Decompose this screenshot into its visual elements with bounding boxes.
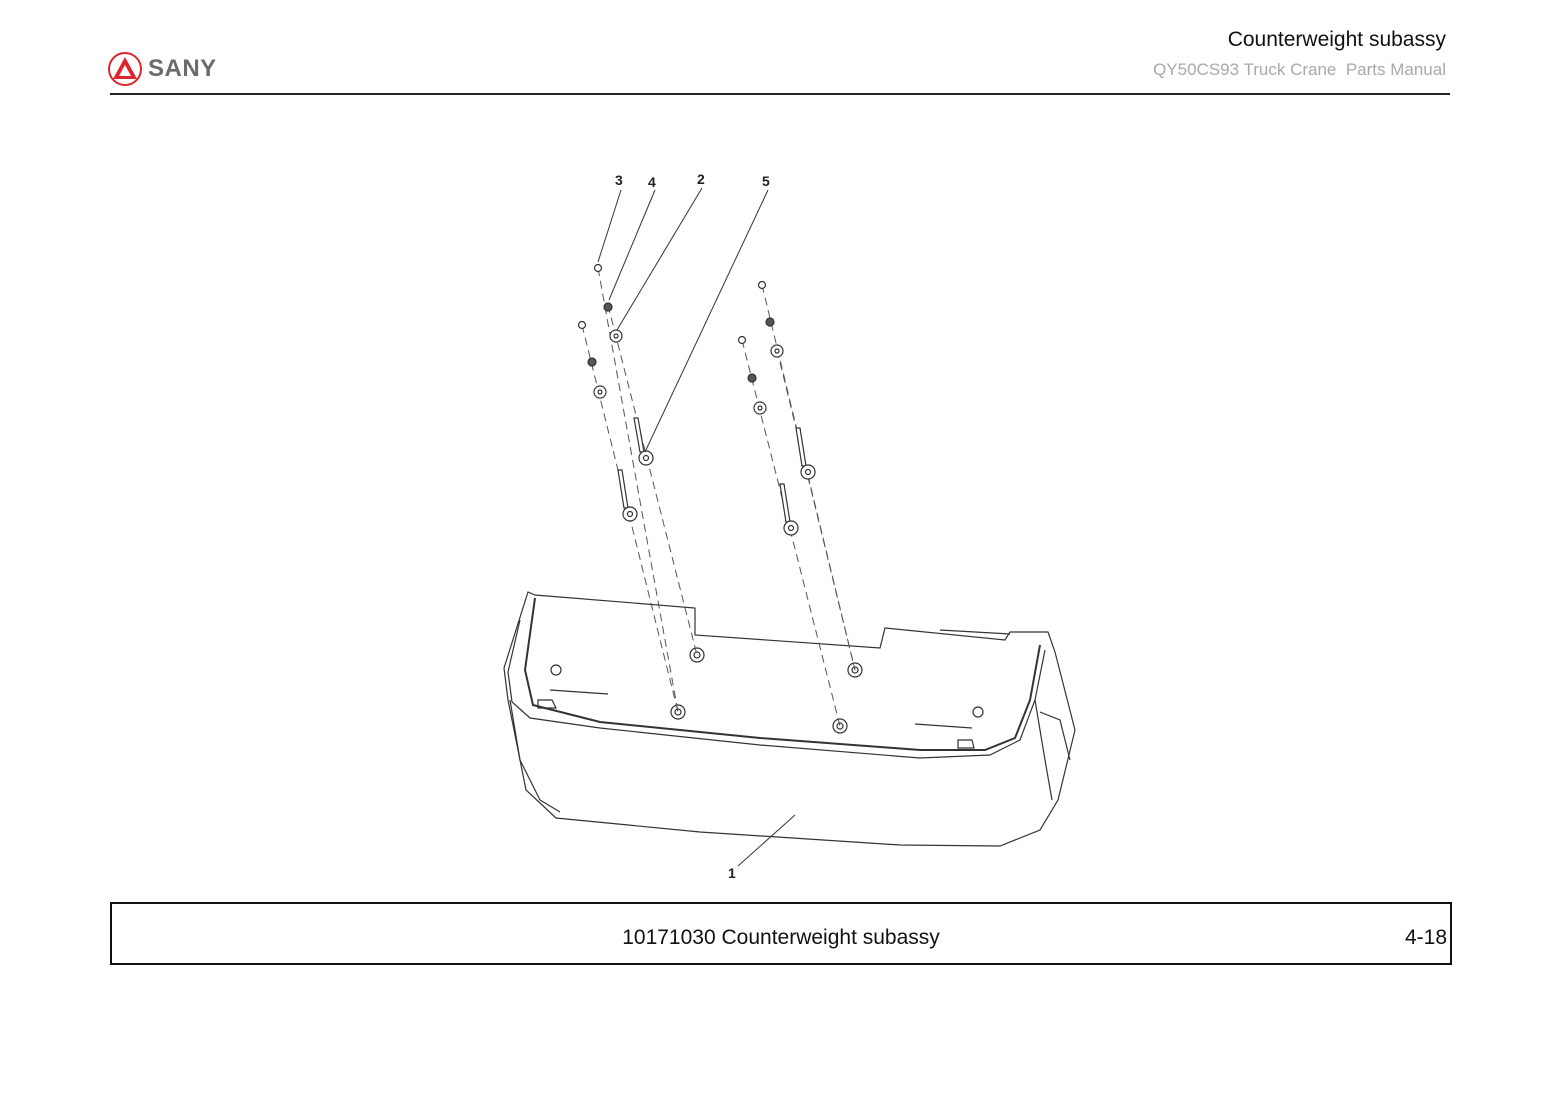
callout-3: 3 <box>615 172 623 188</box>
callout-1: 1 <box>728 865 736 881</box>
document-title: Counterweight subassy <box>1227 28 1446 51</box>
callout-5: 5 <box>762 173 770 189</box>
sany-logo: SANY <box>108 52 217 86</box>
counterweight-body <box>503 591 1076 847</box>
figure-caption: 10171030 Counterweight subassy <box>622 926 940 949</box>
figure-caption-box: 10171030 Counterweight subassy 4-18 <box>110 902 1452 965</box>
document-subtitle: QY50CS93 Truck Crane Parts Manual <box>1153 60 1446 79</box>
page-number: 4-18 <box>1404 926 1447 949</box>
callout-2: 2 <box>697 171 705 187</box>
callout-4: 4 <box>648 174 656 190</box>
brand-name: SANY <box>148 55 217 82</box>
sany-logo-icon <box>108 52 142 86</box>
header-divider <box>110 93 1450 95</box>
